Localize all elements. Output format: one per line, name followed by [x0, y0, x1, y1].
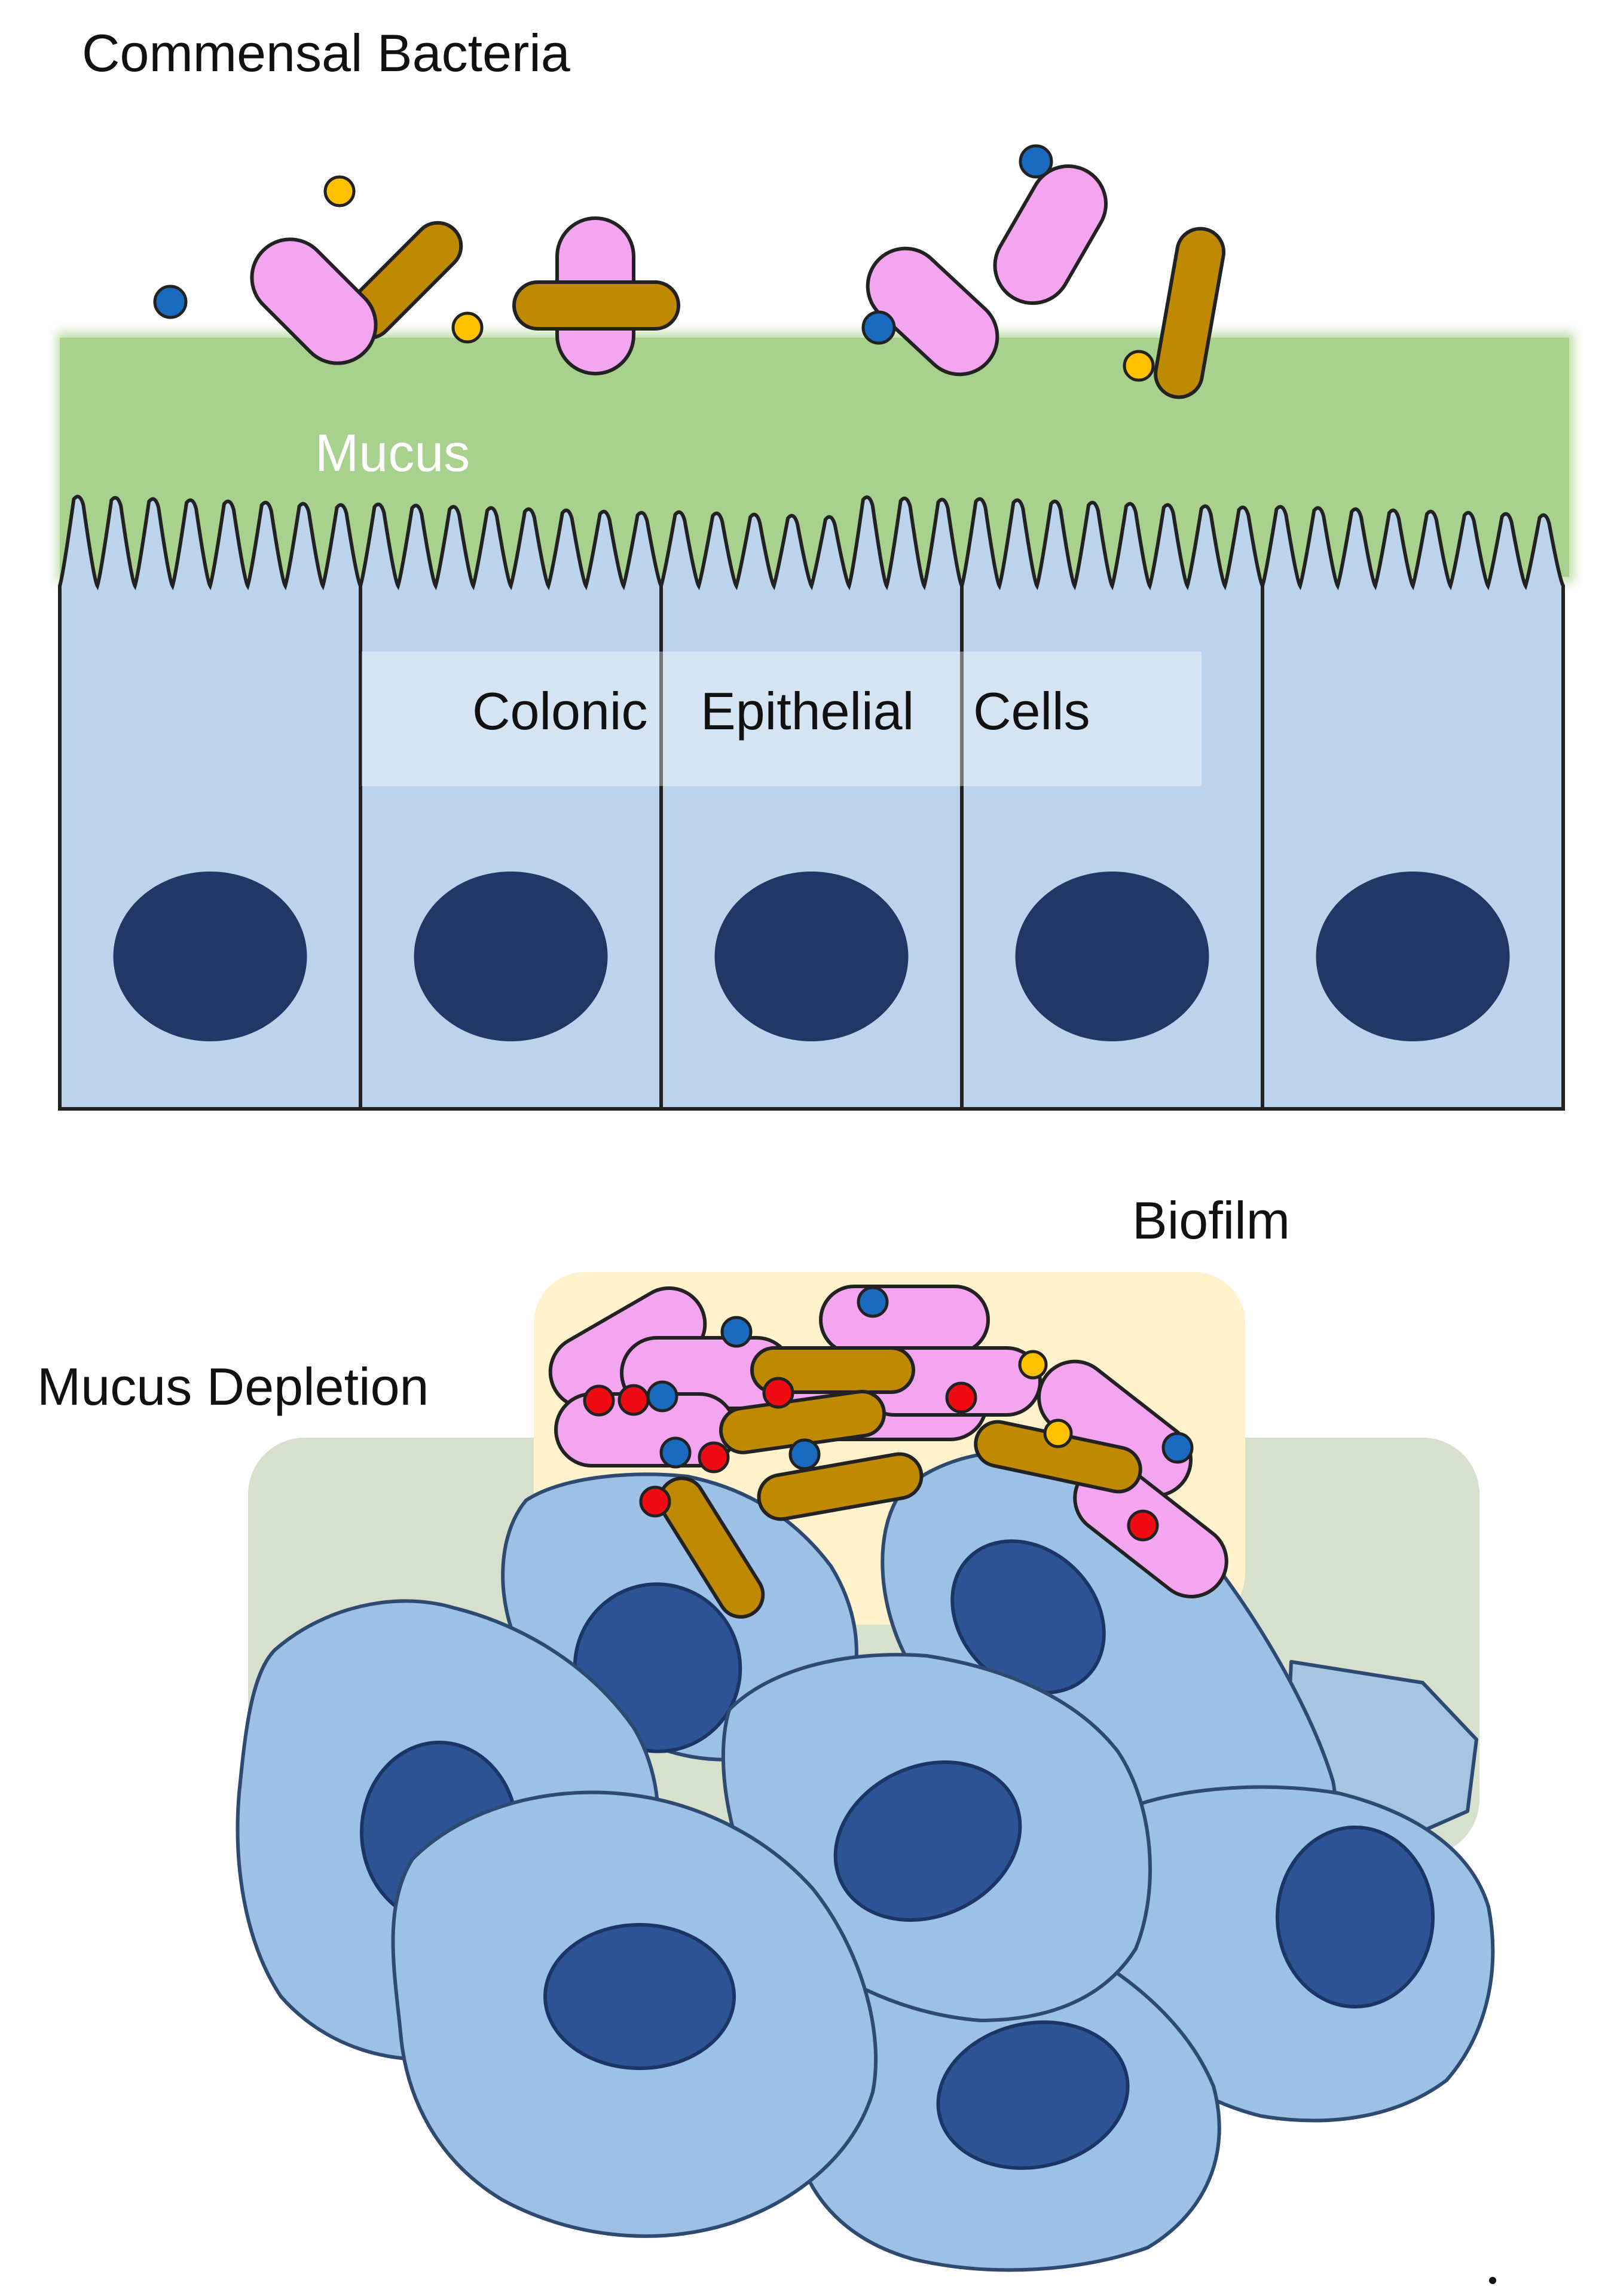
red-molecule: [945, 1381, 977, 1414]
rod-bacterium: [512, 280, 680, 331]
label-box: [362, 652, 1202, 786]
cell-nucleus: [714, 872, 909, 1041]
red-molecule: [639, 1485, 671, 1518]
cancer-nucleus: [543, 1923, 736, 2070]
rod-bacterium: [1154, 227, 1226, 399]
cancer-nucleus: [1276, 1826, 1435, 2008]
blue-molecule: [861, 310, 896, 345]
cancer-nucleus: [833, 1760, 1022, 1922]
stray-dot: [1489, 2277, 1496, 2284]
rod-bacterium: [658, 1476, 765, 1619]
yellow-molecule: [323, 175, 356, 207]
red-molecule: [762, 1377, 794, 1409]
pink-bacterium: [993, 164, 1108, 305]
red-molecule: [698, 1441, 730, 1473]
label-mucus: Mucus: [315, 423, 470, 482]
biofilm-bacteria-group: [548, 1285, 1228, 1619]
label-biofilm: Biofilm: [1132, 1191, 1290, 1250]
cell-nucleus: [1015, 872, 1209, 1041]
pink-bacterium: [819, 1285, 990, 1355]
cancer-nucleus: [950, 1539, 1106, 1695]
label-cells: Cells: [973, 681, 1090, 741]
mucus-layer: [60, 338, 1569, 577]
cancer-cell-cluster: [236, 1450, 1495, 2272]
pink-bacterium: [866, 246, 999, 377]
blue-molecule: [153, 285, 188, 319]
blue-molecule: [646, 1380, 678, 1413]
label-colonic: Colonic: [472, 681, 647, 741]
yellow-molecule: [451, 311, 484, 344]
blue-molecule: [788, 1438, 821, 1470]
blue-molecule: [1019, 144, 1053, 179]
title-commensal-bacteria: Commensal Bacteria: [82, 23, 570, 82]
pink-bacterium: [250, 237, 378, 365]
blue-molecule: [857, 1286, 889, 1318]
epithelial-cell-layer: [58, 494, 1565, 1111]
rod-bacterium: [757, 1452, 924, 1521]
yellow-molecule: [1018, 1350, 1048, 1380]
blue-molecule: [1161, 1432, 1194, 1464]
blue-molecule: [720, 1316, 753, 1348]
commensal-bacteria-group: [153, 144, 1226, 399]
red-molecule: [583, 1384, 615, 1417]
cell-nucleus: [414, 872, 608, 1041]
rod-bacterium: [750, 1346, 915, 1394]
yellow-molecule: [1123, 350, 1155, 382]
label-epithelial: Epithelial: [701, 681, 914, 741]
blue-molecule: [659, 1436, 692, 1469]
cancer-nucleus: [936, 2020, 1130, 2170]
yellow-molecule: [1043, 1418, 1073, 1448]
cell-nucleus: [113, 872, 307, 1041]
label-mucus-depletion: Mucus Depletion: [37, 1357, 429, 1416]
red-molecule: [617, 1384, 650, 1416]
cell-nucleus: [1316, 872, 1510, 1041]
red-molecule: [1127, 1509, 1159, 1542]
